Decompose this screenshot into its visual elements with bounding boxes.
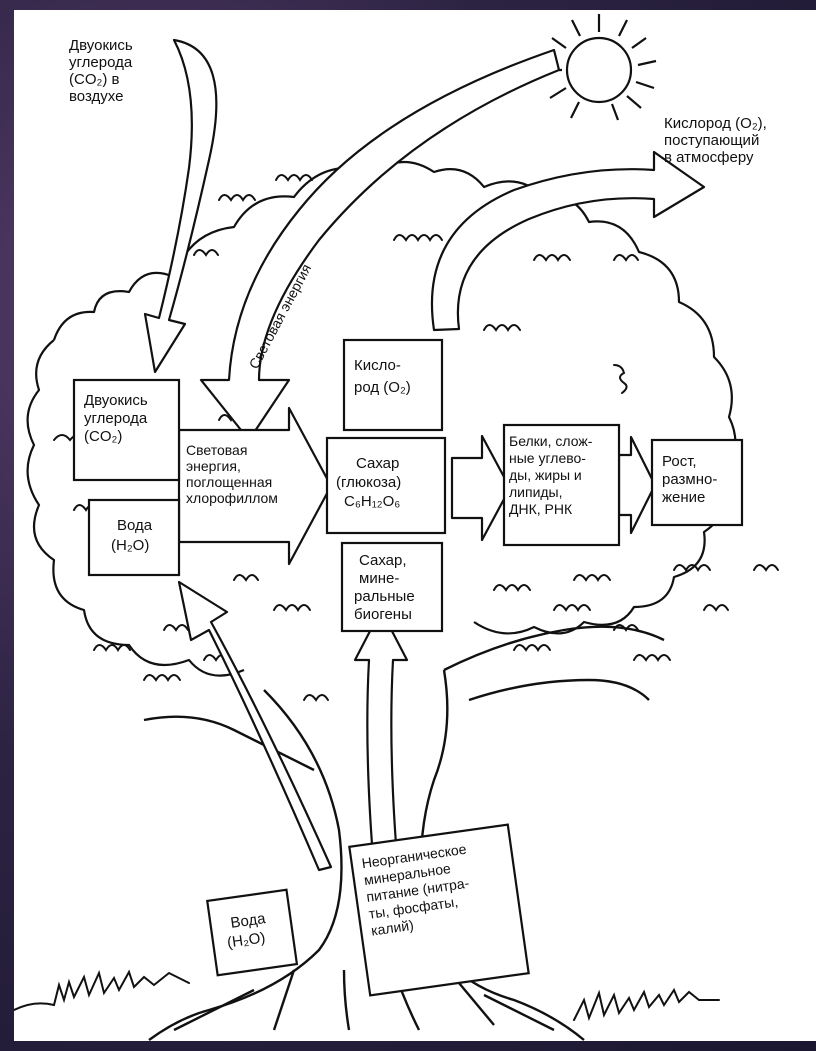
sugar-minerals-box [340, 541, 444, 633]
water-arrow [177, 580, 333, 872]
sugar-to-products-arrow [450, 434, 512, 542]
co2-box-label: Двуокись углерода (CO₂) [84, 392, 152, 445]
co2-box [72, 378, 181, 482]
absorbed-light-label: Световая энергия, поглощенная хлорофилло… [186, 442, 278, 506]
sugar-glucose-box [325, 436, 447, 535]
water-box [87, 498, 181, 577]
sugar-minerals-arrow [353, 608, 409, 872]
absorbed-light-arrow [177, 406, 333, 566]
products-box [502, 423, 621, 547]
oxygen-box [342, 338, 444, 432]
oxygen-arrow [430, 150, 706, 332]
light-energy-arrow [199, 48, 561, 442]
photosynthesis-tree-diagram: Световая энергия Двуокись углерода (CO₂)… [13, 14, 779, 1041]
growth-label: Рост, размно- жение [662, 453, 722, 506]
diagram-sheet: Световая энергия Двуокись углерода (CO₂)… [13, 10, 816, 1041]
products-label: Белки, слож- ные углево- ды, жиры и липи… [509, 433, 596, 517]
co2-arrow [143, 38, 218, 374]
co2-air-label: Двуокись углерода (CO₂) в воздухе [69, 37, 137, 105]
water-roots-box [205, 888, 299, 977]
sugar-glucose-label: Сахар (глюкоза) C₆H₁₂O₆ [336, 455, 405, 510]
water-roots-label: Вода (H₂O) [223, 910, 273, 952]
sugar-minerals-label: Сахар, мине- ральные биогены [354, 552, 419, 623]
oxygen-atmosphere-label: Кислород (O₂), поступающий в атмосферу [664, 115, 771, 166]
inorganic-box [348, 823, 530, 997]
ground-grass [13, 969, 720, 1022]
oxygen-box-label: Кисло- род (O₂) [354, 357, 411, 396]
water-box-label: Вода (H₂O) [111, 517, 156, 554]
products-to-growth-arrow [617, 435, 657, 535]
tree-canopy [26, 161, 737, 677]
growth-box [650, 438, 744, 527]
